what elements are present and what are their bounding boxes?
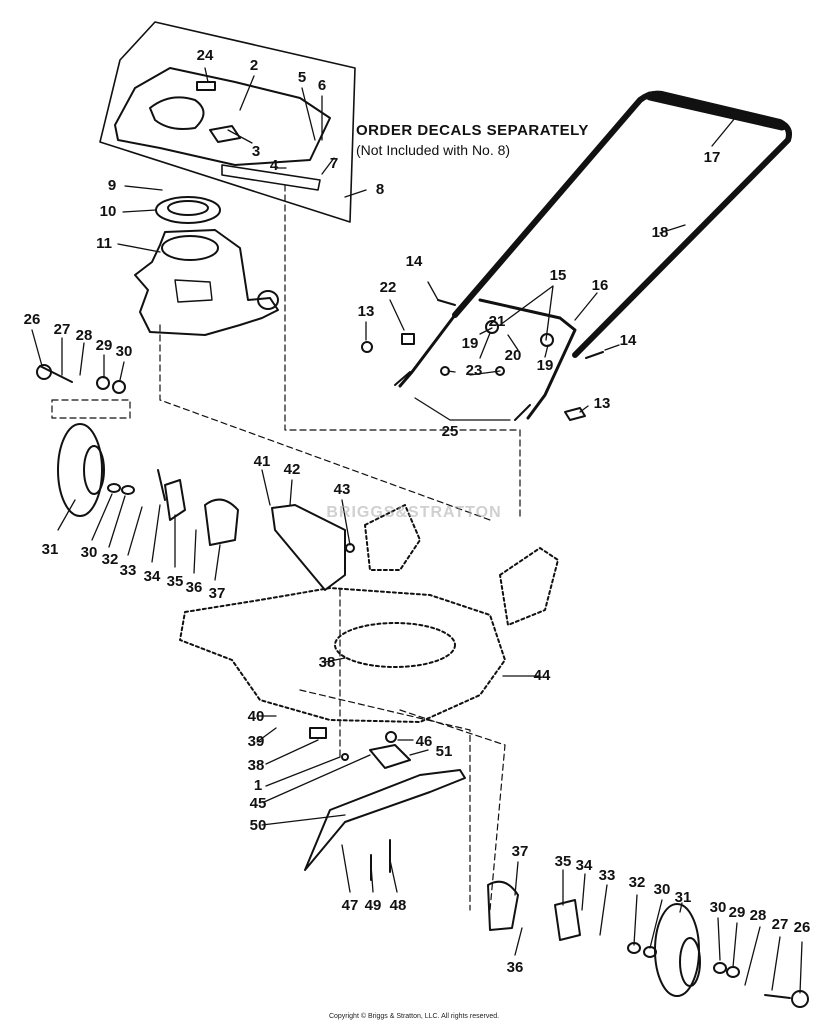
part-number-label: 39	[248, 733, 265, 750]
part-number-label: 34	[576, 857, 593, 874]
part-number-label: 13	[594, 395, 611, 412]
watermark: BRIGGS&STRATTON	[326, 504, 502, 521]
part-number-label: 35	[555, 853, 572, 870]
part-number-label: 30	[654, 881, 671, 898]
part-number-label: 8	[376, 181, 384, 198]
air-cleaner-drawing	[155, 196, 221, 224]
part-number-label: 7	[330, 155, 338, 172]
part-number-label: 46	[416, 733, 433, 750]
part-number-label: 20	[505, 347, 522, 364]
part-number-label: 1	[254, 777, 262, 794]
part-number-label: 31	[42, 541, 59, 558]
part-number-label: 50	[250, 817, 267, 834]
part-number-label: 13	[358, 303, 375, 320]
part-number-label: 36	[507, 959, 524, 976]
part-number-label: 14	[406, 253, 423, 270]
part-number-label: 19	[462, 335, 479, 352]
part-number-label: 23	[466, 362, 483, 379]
part-number-label: 42	[284, 461, 301, 478]
part-number-label: 31	[675, 889, 692, 906]
part-number-label: 34	[144, 568, 161, 585]
part-number-label: 36	[186, 579, 203, 596]
part-number-label: 32	[102, 551, 119, 568]
part-number-label: 48	[390, 897, 407, 914]
part-number-label: 5	[298, 69, 306, 86]
wheel-front-drawing	[36, 364, 135, 517]
part-number-label: 26	[794, 919, 811, 936]
engine-cover-drawing	[114, 67, 331, 191]
blade-drawing	[304, 727, 466, 881]
part-number-label: 29	[729, 904, 746, 921]
part-number-label: 41	[254, 453, 271, 470]
part-number-label: 25	[442, 423, 459, 440]
wheel-rear-drawing	[487, 880, 809, 1008]
part-number-label: 38	[248, 757, 265, 774]
part-number-label: 47	[342, 897, 359, 914]
height-adjuster-front-drawing	[157, 469, 239, 546]
part-number-label: 17	[704, 149, 721, 166]
part-number-label: 30	[81, 544, 98, 561]
handle-drawing	[394, 90, 792, 421]
part-number-label: 22	[380, 279, 397, 296]
part-number-label: 29	[96, 337, 113, 354]
part-number-label: 24	[197, 47, 214, 64]
part-number-label: 30	[710, 899, 727, 916]
part-number-label: 43	[334, 481, 351, 498]
part-number-label: 38	[319, 654, 336, 671]
deck-drawing	[179, 504, 559, 723]
part-number-label: 11	[96, 235, 112, 252]
part-number-label: 35	[167, 573, 184, 590]
part-number-label: 4	[270, 157, 279, 174]
part-number-label: 14	[620, 332, 637, 349]
engine-drawing	[134, 229, 279, 336]
part-number-label: 6	[318, 77, 326, 94]
part-number-label: 26	[24, 311, 41, 328]
part-number-label: 16	[592, 277, 609, 294]
leader-lines	[31, 67, 803, 994]
decal-sheet-drawing	[99, 21, 356, 223]
part-number-label: 27	[54, 321, 71, 338]
part-number-label: 37	[209, 585, 226, 602]
decal-note: ORDER DECALS SEPARATELY (Not Included wi…	[356, 122, 589, 158]
part-number-label: 32	[629, 874, 646, 891]
part-number-label: 44	[534, 667, 551, 684]
part-number-label: 15	[550, 267, 567, 284]
assembly-guide-lines	[51, 184, 521, 911]
decal-note-title: ORDER DECALS SEPARATELY	[356, 122, 589, 139]
part-number-label: 10	[100, 203, 117, 220]
part-number-label: 40	[248, 708, 265, 725]
part-number-label: 49	[365, 897, 382, 914]
part-number-label: 33	[599, 867, 616, 884]
part-number-label: 51	[436, 743, 453, 760]
part-number-label: 21	[489, 313, 506, 330]
part-number-label: 9	[108, 177, 116, 194]
part-number-label: 45	[250, 795, 267, 812]
decal-note-subtitle: (Not Included with No. 8)	[356, 142, 511, 158]
part-number-label: 2	[250, 57, 258, 74]
copyright-notice: Copyright © Briggs & Stratton, LLC. All …	[328, 1013, 500, 1020]
part-number-label: 18	[652, 224, 669, 241]
part-number-label: 28	[76, 327, 93, 344]
part-number-label: 33	[120, 562, 137, 579]
part-number-label: 3	[252, 143, 260, 160]
part-number-label: 27	[772, 916, 789, 933]
part-number-label: 19	[537, 357, 554, 374]
part-number-label: 37	[512, 843, 529, 860]
part-number-label: 30	[116, 343, 133, 360]
part-number-label: 28	[750, 907, 767, 924]
